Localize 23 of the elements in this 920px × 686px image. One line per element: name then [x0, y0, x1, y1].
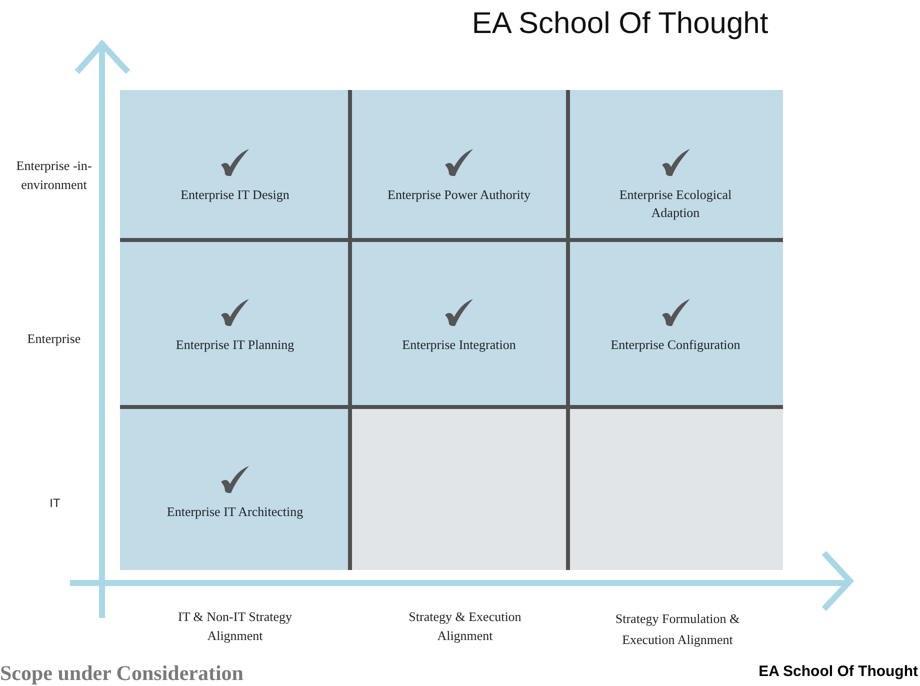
footer-text: EA School Of Thought	[758, 662, 918, 682]
cell-label: Enterprise IT Planning	[174, 336, 296, 354]
row-label: Enterprise	[26, 330, 82, 348]
column-label: Strategy Formulation & Execution Alignment	[614, 610, 741, 649]
grid-cell	[350, 240, 568, 407]
cell-label: Enterprise Configuration	[610, 336, 742, 354]
axis-title: Scope under Consideration	[0, 660, 244, 686]
cell-label: Enterprise IT Architecting	[166, 503, 304, 521]
grid-cell	[120, 240, 350, 407]
grid-cell	[120, 407, 350, 570]
row-label: Enterprise -in- environment	[15, 157, 93, 194]
grid-cell	[568, 90, 783, 240]
row-label: IT	[48, 495, 62, 512]
cell-label: Enterprise Ecological Adaption	[618, 186, 733, 222]
column-label: Strategy & Execution Alignment	[408, 608, 522, 645]
title: EA School Of Thought	[470, 6, 770, 42]
grid-cell	[568, 240, 783, 407]
cell-label: Enterprise IT Design	[180, 186, 290, 204]
grid-cell	[350, 90, 568, 240]
cell-label: Enterprise Integration	[401, 336, 517, 354]
cell-label: Enterprise Power Authority	[386, 186, 532, 204]
column-label: IT & Non-IT Strategy Alignment	[177, 608, 293, 645]
grid-cell	[120, 90, 350, 240]
